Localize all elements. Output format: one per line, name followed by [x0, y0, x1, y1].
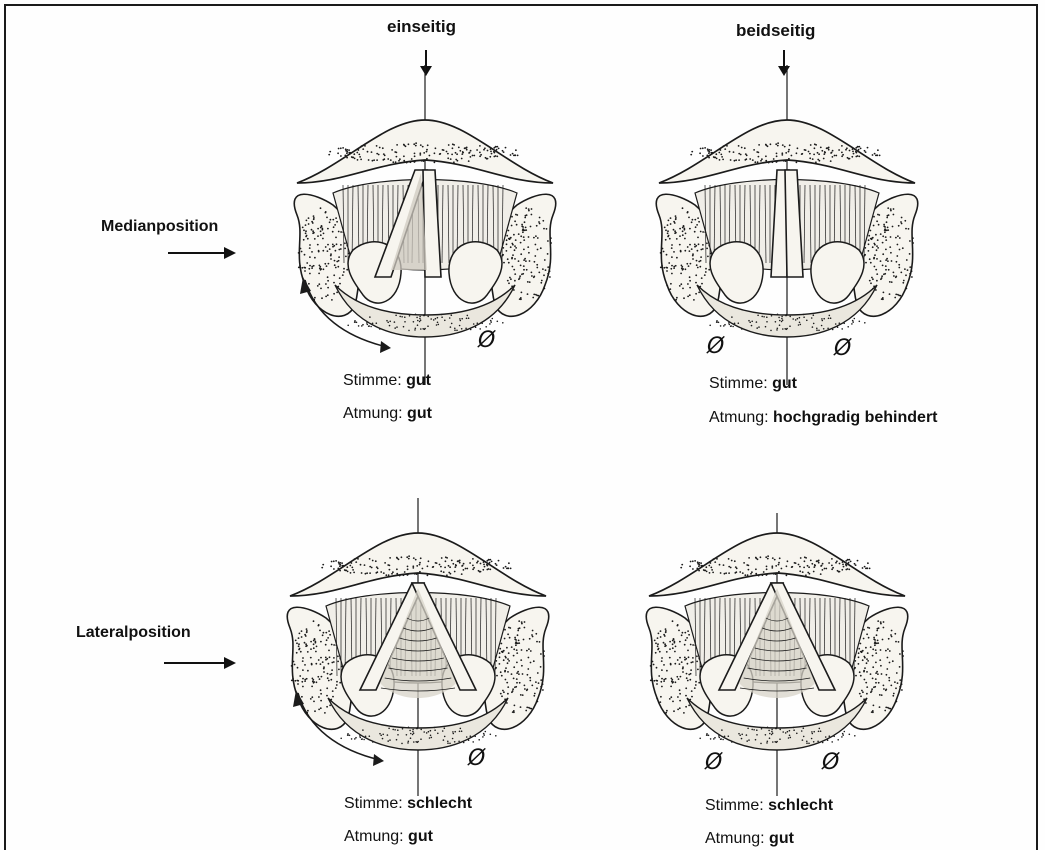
breath-value: gut [407, 405, 432, 422]
paralysis-symbol: Ø [705, 752, 722, 774]
column-label-bilateral: beidseitig [736, 22, 815, 39]
row-label-lateral: Lateralposition [76, 625, 191, 641]
breath-value: hochgradig behindert [773, 409, 937, 426]
breath-label: Atmung: [343, 405, 403, 422]
larynx-lateral-unilateral [268, 478, 568, 778]
voice-value: schlecht [768, 797, 833, 814]
breath-label: Atmung: [344, 828, 404, 845]
caption-breath-median-unilateral: Atmung: gut [343, 406, 432, 422]
caption-voice-lateral-bilateral: Stimme: schlecht [705, 798, 833, 814]
paralysis-symbol: Ø [478, 330, 495, 352]
breath-value: gut [408, 828, 433, 845]
paralysis-symbol: Ø [468, 748, 485, 770]
paralysis-symbol: Ø [834, 338, 851, 360]
voice-label: Stimme: [705, 797, 764, 814]
column-label-unilateral: einseitig [387, 18, 456, 35]
larynx-lateral-bilateral [627, 478, 927, 778]
row-label-median: Medianposition [101, 219, 218, 235]
voice-label: Stimme: [344, 795, 403, 812]
voice-value: gut [406, 372, 431, 389]
voice-label: Stimme: [343, 372, 402, 389]
larynx-median-unilateral [275, 65, 575, 365]
larynx-median-bilateral [637, 65, 937, 365]
right-arrow-median [168, 246, 238, 260]
caption-voice-median-unilateral: Stimme: gut [343, 373, 431, 389]
caption-breath-median-bilateral: Atmung: hochgradig behindert [709, 410, 938, 426]
breath-label: Atmung: [709, 409, 769, 426]
voice-value: schlecht [407, 795, 472, 812]
breath-value: gut [769, 830, 794, 847]
right-arrow-lateral [164, 656, 238, 670]
paralysis-symbol: Ø [822, 752, 839, 774]
caption-voice-median-bilateral: Stimme: gut [709, 376, 797, 392]
voice-label: Stimme: [709, 375, 768, 392]
voice-value: gut [772, 375, 797, 392]
caption-breath-lateral-bilateral: Atmung: gut [705, 831, 794, 847]
caption-voice-lateral-unilateral: Stimme: schlecht [344, 796, 472, 812]
paralysis-symbol: Ø [707, 336, 724, 358]
caption-breath-lateral-unilateral: Atmung: gut [344, 829, 433, 845]
breath-label: Atmung: [705, 830, 765, 847]
